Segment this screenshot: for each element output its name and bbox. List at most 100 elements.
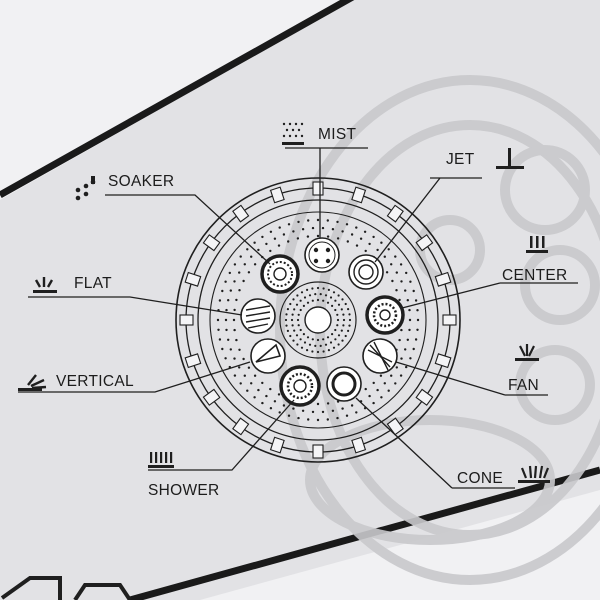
spray-hole — [399, 263, 403, 266]
spray-hole — [332, 346, 336, 349]
spray-hole — [269, 230, 273, 233]
spray-hole — [287, 240, 290, 243]
label-flat: FLAT — [33, 275, 112, 293]
spray-hole — [336, 220, 339, 224]
spray-hole — [292, 230, 295, 233]
spray-hole — [299, 308, 302, 312]
spray-hole — [336, 313, 339, 316]
spray-hole — [341, 339, 344, 342]
spray-hole — [398, 298, 401, 302]
spray-hole — [416, 309, 419, 312]
spray-hole — [311, 350, 314, 353]
spray-hole — [306, 235, 310, 238]
label-cone: CONE — [457, 465, 550, 487]
spray-hole — [326, 219, 329, 222]
spray-hole — [242, 357, 245, 361]
spray-hole — [316, 350, 320, 354]
spray-hole — [355, 226, 358, 229]
spray-hole — [265, 394, 268, 398]
spray-hole — [289, 334, 292, 338]
port-mist — [304, 237, 340, 273]
grip-tab — [232, 204, 250, 223]
spray-hole — [296, 318, 300, 322]
spray-hole — [253, 263, 257, 266]
spray-hole — [405, 271, 408, 275]
spray-hole — [269, 387, 272, 391]
port-center — [365, 295, 405, 335]
spray-hole — [342, 318, 346, 322]
grip-tab — [415, 234, 434, 252]
spray-hole — [408, 328, 411, 332]
spray-hole — [334, 328, 337, 332]
spray-hole — [301, 409, 305, 412]
mist-label: MIST — [318, 126, 356, 143]
grip-tab — [434, 353, 452, 369]
spray-hole — [372, 381, 375, 385]
label-fan: FAN — [508, 344, 539, 394]
spray-hole — [303, 341, 307, 344]
spray-hole — [316, 286, 320, 290]
spray-hole — [408, 308, 411, 312]
spray-hole — [292, 407, 295, 410]
spray-hole — [243, 263, 246, 266]
spray-hole — [326, 336, 330, 339]
spray-hole — [302, 333, 305, 336]
spray-hole — [247, 366, 251, 369]
grip-tab — [386, 204, 404, 223]
spray-hole — [221, 289, 224, 293]
spray-hole — [299, 338, 302, 341]
nozzle-face — [175, 177, 461, 463]
spray-hole — [299, 328, 302, 332]
vertical-spray-icon — [18, 374, 47, 391]
spray-hole — [295, 303, 299, 306]
spray-hole — [221, 347, 224, 351]
grip-tab — [179, 314, 194, 326]
spray-hole — [250, 255, 253, 258]
spray-hole — [383, 382, 386, 385]
spray-hole — [340, 308, 343, 311]
spray-hole — [368, 394, 371, 398]
label-mist: MIST — [282, 122, 356, 145]
spray-hole — [341, 230, 344, 233]
spray-hole — [314, 293, 317, 296]
label-shower: SHOWER — [148, 452, 220, 499]
spray-hole — [316, 338, 320, 342]
spray-hole — [291, 313, 294, 316]
spray-hole — [321, 410, 325, 414]
spray-hole — [227, 338, 230, 341]
spray-hole — [331, 333, 334, 336]
fan-spray-icon — [515, 344, 539, 361]
spray-hole — [395, 271, 398, 274]
spray-hole — [316, 402, 320, 406]
spray-hole — [301, 228, 305, 231]
spray-hole — [412, 289, 415, 293]
spray-hole — [409, 357, 412, 360]
spray-hole — [409, 280, 412, 283]
spray-hole — [394, 255, 397, 258]
spray-hole — [368, 242, 371, 246]
grip-tab — [434, 271, 452, 287]
spray-hole — [326, 402, 330, 405]
spray-hole — [300, 291, 304, 294]
spray-hole — [342, 313, 345, 316]
grip-tab — [312, 444, 324, 459]
spray-hole — [238, 289, 241, 292]
spray-hole — [380, 396, 383, 399]
spray-hole — [332, 291, 336, 294]
spray-hole — [224, 357, 227, 360]
spray-hole — [350, 404, 354, 407]
spray-hole — [311, 299, 314, 302]
spray-hole — [238, 271, 241, 274]
spray-hole — [285, 313, 288, 316]
spray-hole — [400, 357, 403, 360]
grip-tab — [351, 436, 367, 454]
spray-hole — [337, 303, 341, 306]
spray-hole — [302, 304, 305, 307]
spray-hole — [306, 301, 310, 304]
spray-hole — [282, 404, 286, 407]
spray-hole — [297, 220, 300, 224]
spray-hole — [292, 339, 295, 342]
shower-label: SHOWER — [148, 482, 220, 499]
label-vertical: VERTICAL — [18, 373, 134, 391]
spray-hole — [307, 219, 310, 222]
